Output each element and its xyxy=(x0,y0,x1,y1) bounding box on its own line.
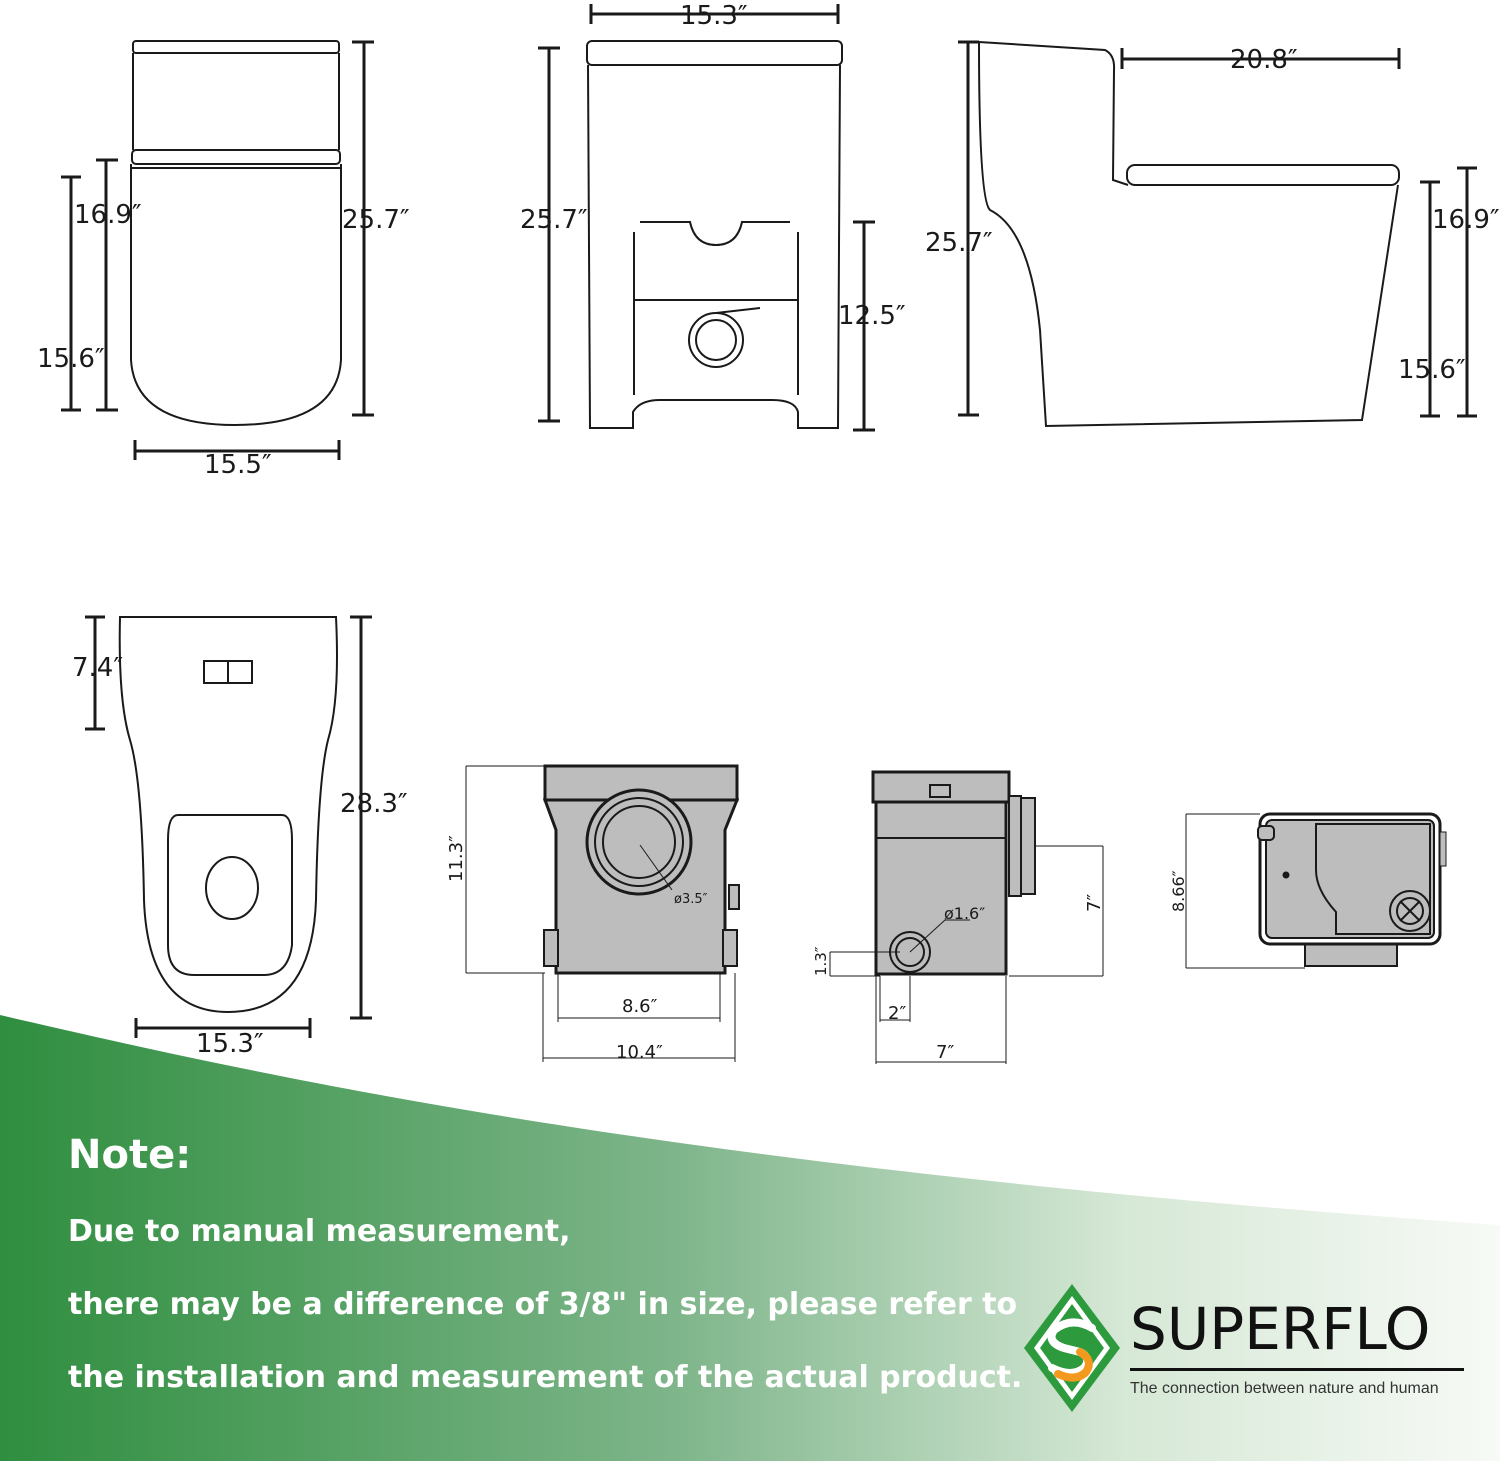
front-bowl-height-label: 15.6″ xyxy=(37,344,105,374)
pump-back-view xyxy=(1185,812,1447,969)
pump-front-height-label: 11.3″ xyxy=(446,835,467,882)
superflo-logo-icon xyxy=(1024,1284,1120,1412)
note-line-1: Due to manual measurement, xyxy=(68,1214,571,1249)
brand-block: SUPERFLO The connection between nature a… xyxy=(1022,1282,1482,1422)
pump-front-total-width-label: 10.4″ xyxy=(616,1042,663,1063)
front-view xyxy=(61,40,374,460)
note-line-3: the installation and measurement of the … xyxy=(68,1360,1023,1395)
note-line-2: there may be a difference of 3/8" in siz… xyxy=(68,1287,1018,1322)
pump-side-inlet-height-label: 1.3″ xyxy=(812,946,830,976)
pump-back-height-label: 8.66″ xyxy=(1169,870,1188,912)
rear-view xyxy=(538,4,875,432)
side-seat-height-label: 16.9″ xyxy=(1432,205,1500,235)
rear-width-label: 15.3″ xyxy=(680,1,748,31)
rear-outlet-height-label: 12.5″ xyxy=(838,301,906,331)
side-total-height-label: 25.7″ xyxy=(925,228,993,258)
top-length-label: 28.3″ xyxy=(340,789,408,819)
pump-side-inlet-offset-label: 2″ xyxy=(888,1003,906,1024)
side-depth-label: 20.8″ xyxy=(1230,45,1298,75)
front-total-height-label: 25.7″ xyxy=(342,205,410,235)
top-width-label: 15.3″ xyxy=(196,1029,264,1059)
pump-side-outlet-label: ø1.6″ xyxy=(944,904,985,923)
pump-front-outlet-label: ø3.5″ xyxy=(674,892,708,907)
green-band xyxy=(0,1015,1500,1461)
top-tank-depth-label: 7.4″ xyxy=(72,653,123,683)
pump-side-outlet-height-label: 7″ xyxy=(1084,894,1105,912)
brand-divider xyxy=(1130,1368,1464,1371)
front-top-height-label: 16.9″ xyxy=(74,200,142,230)
side-view xyxy=(958,40,1477,428)
side-bowl-height-label: 15.6″ xyxy=(1398,355,1466,385)
front-width-label: 15.5″ xyxy=(204,450,272,480)
top-view xyxy=(85,615,372,1038)
pump-front-view xyxy=(465,764,740,1062)
rear-total-height-label: 25.7″ xyxy=(520,205,588,235)
pump-front-inner-width-label: 8.6″ xyxy=(622,996,658,1017)
pump-side-view xyxy=(829,770,1104,1064)
brand-name: SUPERFLO xyxy=(1130,1295,1431,1363)
brand-tagline: The connection between nature and human xyxy=(1130,1380,1439,1397)
note-title: Note: xyxy=(68,1132,192,1178)
pump-side-depth-label: 7″ xyxy=(936,1042,954,1063)
